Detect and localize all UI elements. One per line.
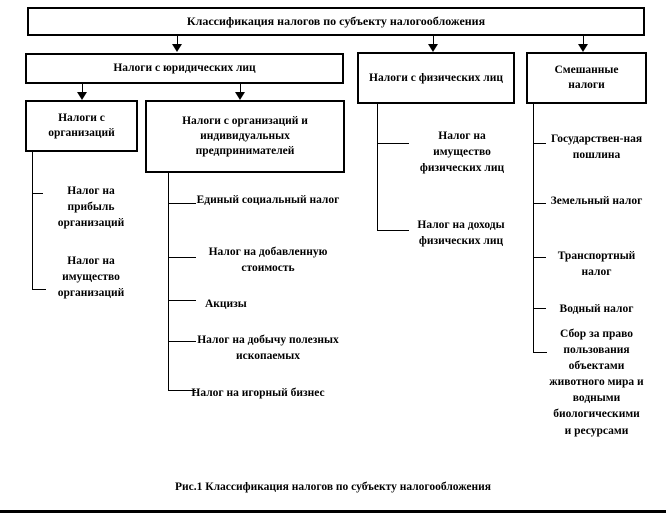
arrowhead-icon: [172, 44, 182, 52]
arrowhead-icon: [428, 44, 438, 52]
organizations-label: Налоги с организаций: [48, 112, 115, 139]
connector-line: [377, 104, 378, 231]
tax-item-org-entrepreneurs-0: Единый социальный налог: [196, 194, 340, 206]
connector-tick: [377, 143, 409, 144]
connector-line: [32, 152, 33, 290]
tax-item-org-entrepreneurs-1: Налог на добавленную стоимость: [208, 246, 328, 275]
tax-item-mixed-1: Земельный налог: [550, 195, 643, 207]
organizations-box: Налоги с организаций: [25, 100, 138, 152]
arrowhead-icon: [235, 92, 245, 100]
bottom-border-line: [0, 510, 666, 513]
tax-item-org-entrepreneurs-2: Акцизы: [205, 298, 247, 310]
connector-tick: [533, 203, 546, 204]
tax-item-org-entrepreneurs-4: Налог на игорный бизнес: [191, 387, 325, 399]
connector-tick: [533, 257, 546, 258]
arrow-line: [240, 84, 241, 94]
arrow-line: [82, 84, 83, 94]
connector-tick: [168, 341, 196, 342]
arrow-line: [177, 36, 178, 46]
connector-tick: [168, 300, 196, 301]
arrowhead-icon: [578, 44, 588, 52]
tax-item-mixed-3: Водный налог: [559, 303, 634, 315]
org-entrepreneurs-label: Налоги с организаций и индивидуальных пр…: [182, 115, 308, 157]
connector-tick: [168, 257, 196, 258]
figure-caption: Рис.1 Классификация налогов по субъекту …: [174, 481, 491, 493]
connector-line: [533, 104, 534, 353]
tax-item-individuals-0: Налог на имущество физических лиц: [419, 130, 505, 175]
title-box: Классификация налогов по субъекту налого…: [27, 7, 645, 36]
tax-item-mixed-2: Транспортный налог: [557, 250, 636, 279]
connector-tick: [168, 203, 196, 204]
legal-entities-box: Налоги с юридических лиц: [25, 53, 344, 84]
arrowhead-icon: [77, 92, 87, 100]
connector-tick: [533, 308, 546, 309]
mixed-taxes-box: Смешанные налоги: [526, 52, 647, 104]
connector-tick: [168, 390, 196, 391]
title-box-label: Классификация налогов по субъекту налого…: [186, 13, 486, 28]
mixed-taxes-label: Смешанные налоги: [554, 64, 619, 91]
tax-item-mixed-0: Государствен-ная пошлина: [550, 133, 643, 162]
tax-item-organizations-1: Налог на имущество организаций: [57, 255, 125, 300]
arrow-line: [433, 36, 434, 46]
individuals-box: Налоги с физических лиц: [357, 52, 515, 104]
connector-tick: [32, 289, 46, 290]
tax-item-individuals-1: Налог на доходы физических лиц: [417, 219, 505, 248]
connector-tick: [533, 352, 547, 353]
tax-item-org-entrepreneurs-3: Налог на добычу полезных ископаемых: [197, 334, 339, 363]
arrow-line: [583, 36, 584, 46]
connector-tick: [533, 143, 546, 144]
org-entrepreneurs-box: Налоги с организаций и индивидуальных пр…: [145, 100, 345, 173]
individuals-label: Налоги с физических лиц: [369, 71, 503, 84]
connector-tick: [32, 193, 43, 194]
tax-item-mixed-4: Сбор за право пользования объектами живо…: [549, 328, 644, 437]
legal-entities-label: Налоги с юридических лиц: [113, 62, 256, 75]
connector-line: [168, 173, 169, 390]
tax-item-organizations-0: Налог на прибыль организаций: [57, 185, 125, 230]
connector-tick: [377, 230, 409, 231]
